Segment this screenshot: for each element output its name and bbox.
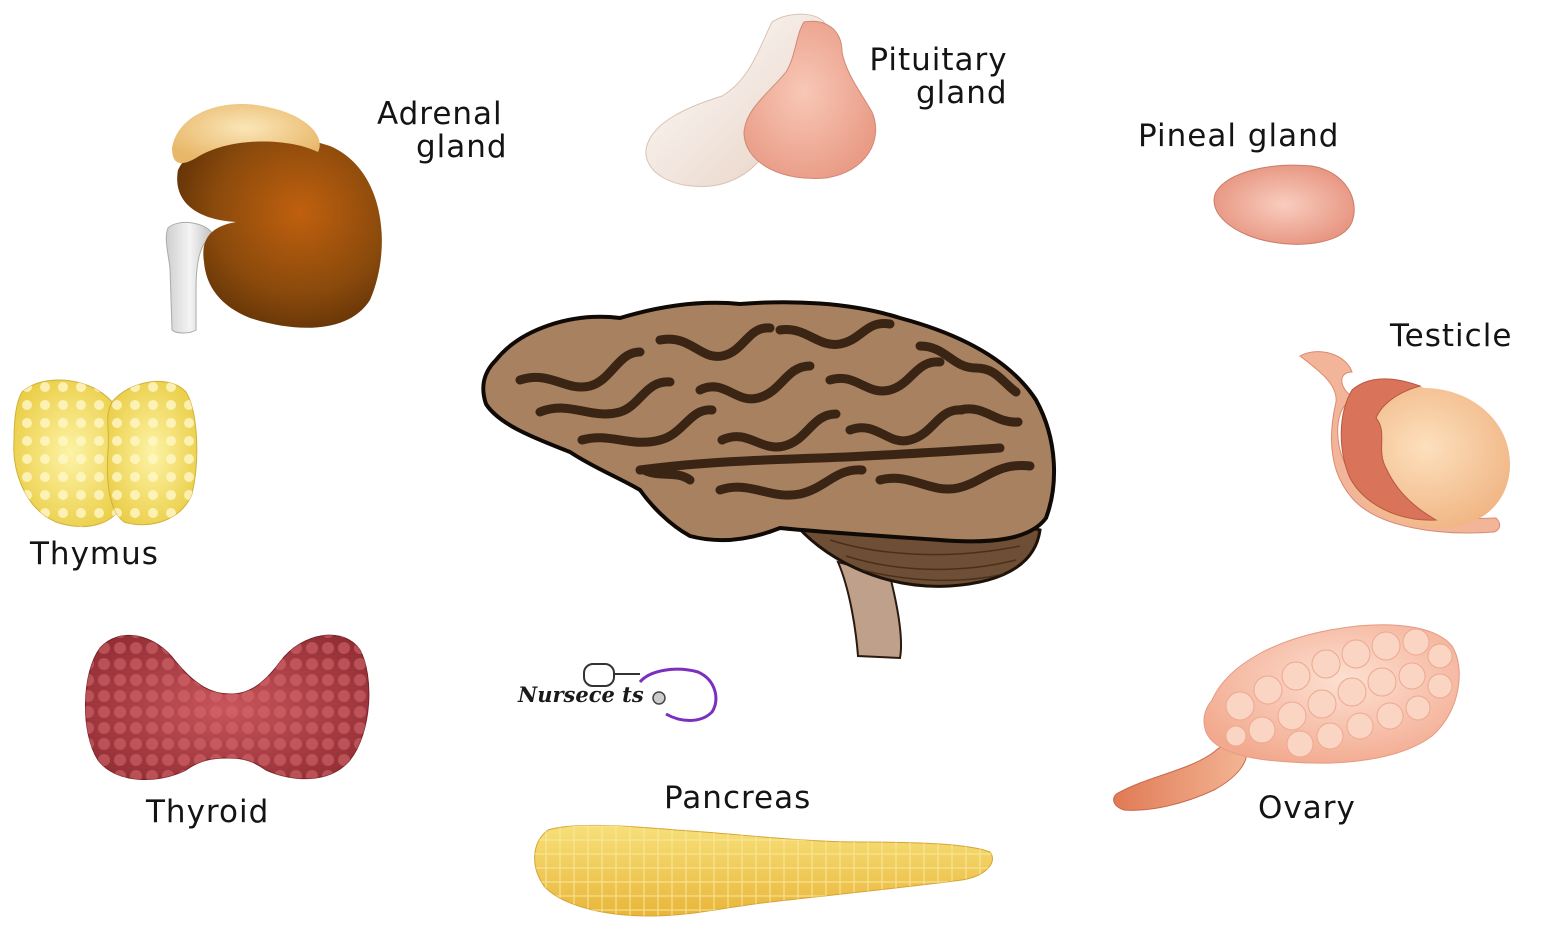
label-pituitary-line1: Pituitary xyxy=(852,44,1008,77)
thymus-illustration xyxy=(14,380,197,527)
testicle-illustration xyxy=(1300,352,1510,533)
label-thyroid: Thyroid xyxy=(146,796,269,829)
brain-illustration xyxy=(483,302,1054,658)
label-adrenal-line1: Adrenal xyxy=(372,98,508,131)
ovary-illustration xyxy=(1114,625,1460,810)
label-testicle: Testicle xyxy=(1390,320,1512,353)
pituitary-gland-illustration xyxy=(646,14,876,186)
label-adrenal-line2: gland xyxy=(372,131,508,164)
label-pituitary-line2: gland xyxy=(852,77,1008,110)
label-pineal-gland: Pineal gland xyxy=(1138,120,1339,153)
label-ovary: Ovary xyxy=(1258,792,1356,825)
adrenal-gland-illustration xyxy=(166,104,382,333)
nursecepts-logo: Nursece ts xyxy=(512,660,722,730)
logo-text: Nursece ts xyxy=(518,682,644,707)
label-pancreas: Pancreas xyxy=(664,782,811,815)
pineal-gland-illustration xyxy=(1214,165,1354,244)
label-thymus: Thymus xyxy=(30,538,159,571)
label-pituitary-gland: Pituitary gland xyxy=(852,44,1008,110)
label-adrenal-gland: Adrenal gland xyxy=(372,98,508,164)
pancreas-illustration xyxy=(535,825,993,916)
thyroid-illustration xyxy=(85,635,368,779)
